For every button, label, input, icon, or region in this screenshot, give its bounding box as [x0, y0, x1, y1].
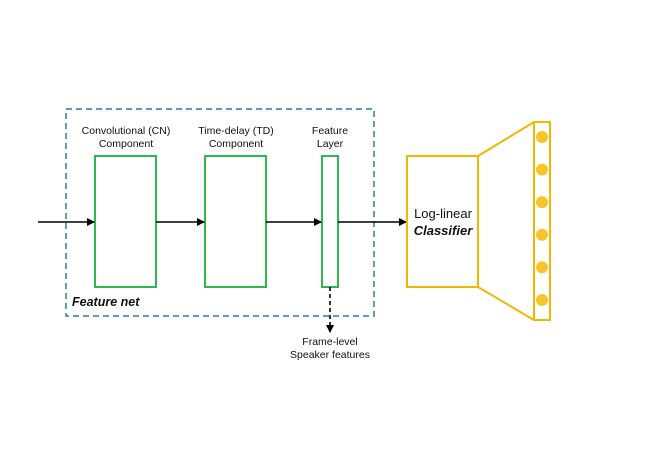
output-node: [536, 294, 548, 306]
feature-layer-label-line2: Layer: [317, 138, 344, 150]
classifier-label-line2: Classifier: [414, 223, 473, 238]
output-nodes-group: [536, 131, 548, 306]
cn-component-box: [94, 155, 157, 288]
output-node: [536, 131, 548, 143]
cn-component-label-line1: Convolutional (CN): [82, 125, 171, 137]
classifier-box: [406, 155, 479, 288]
td-component-box: [204, 155, 267, 288]
classifier-connector-top: [477, 121, 535, 157]
output-layer-box: [533, 121, 551, 321]
output-node: [536, 228, 548, 241]
classifier-label-line1: Log-linear: [414, 206, 472, 221]
feature-layer-label-line1: Feature: [312, 125, 348, 137]
feature-net-box: [65, 108, 375, 317]
td-component-label-line1: Time-delay (TD): [198, 125, 273, 137]
output-node: [536, 163, 548, 176]
classifier-connector-bottom: [477, 286, 535, 321]
output-node: [536, 196, 548, 209]
output-note-line1: Frame-level: [302, 336, 357, 348]
cn-component-label-line2: Component: [99, 138, 153, 150]
feature-layer-box: [321, 155, 339, 288]
td-component-label-line2: Component: [209, 138, 263, 150]
feature-net-label: Feature net: [72, 295, 140, 309]
output-node: [536, 261, 548, 274]
output-note-line2: Speaker features: [290, 349, 370, 361]
